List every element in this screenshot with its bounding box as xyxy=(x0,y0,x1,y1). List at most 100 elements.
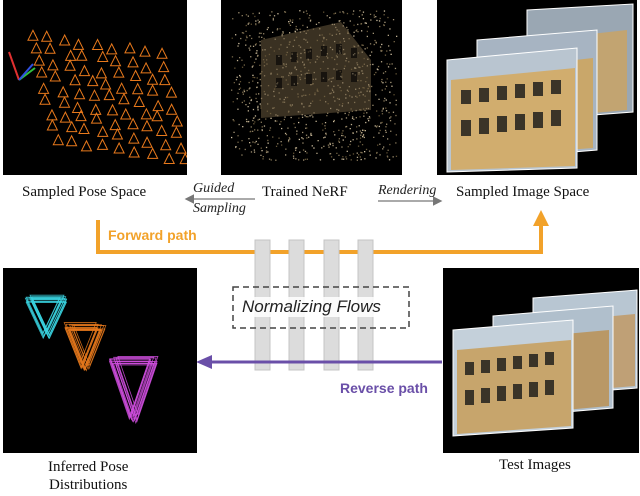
nerf-point xyxy=(236,59,239,62)
axis-x-red xyxy=(8,51,20,81)
nerf-point xyxy=(246,89,248,92)
nerf-point xyxy=(243,90,246,93)
nerf-point xyxy=(293,123,295,125)
nerf-point xyxy=(267,142,269,144)
pose-cone xyxy=(103,88,116,101)
nerf-point xyxy=(275,159,277,161)
nerf-point xyxy=(369,43,372,45)
nerf-point xyxy=(329,143,331,146)
nerf-point xyxy=(269,127,272,129)
nerf-point xyxy=(378,115,380,117)
inferred-pose-cone xyxy=(68,329,102,372)
nerf-point xyxy=(235,146,237,149)
nerf-point xyxy=(362,135,364,137)
inferred-pose-cone xyxy=(110,358,152,419)
nerf-point xyxy=(296,29,298,31)
inferred-pose-cone xyxy=(113,363,155,423)
nerf-point xyxy=(250,126,252,128)
nerf-point xyxy=(390,116,392,118)
pose-cone xyxy=(106,103,119,116)
nerf-point xyxy=(304,115,306,117)
nerf-point xyxy=(341,118,343,120)
nerf-point xyxy=(327,144,330,146)
nerf-point xyxy=(344,136,346,138)
nerf-point xyxy=(338,138,340,140)
nerf-point xyxy=(310,134,313,136)
nerf-point xyxy=(362,129,364,131)
pose-cone xyxy=(133,95,146,107)
nerf-point xyxy=(249,87,251,89)
nerf-point xyxy=(378,98,380,100)
nerf-point xyxy=(383,14,385,16)
nerf-point xyxy=(265,118,267,120)
nerf-point xyxy=(254,44,257,46)
nerf-point xyxy=(381,113,384,115)
nerf-point xyxy=(252,117,255,119)
nerf-point xyxy=(345,126,347,128)
nerf-point xyxy=(243,89,245,91)
nerf-point xyxy=(279,28,281,30)
nerf-point xyxy=(293,152,295,154)
sampling-label: Sampling xyxy=(193,201,246,216)
nerf-point xyxy=(231,89,233,91)
nerf-point xyxy=(261,126,263,128)
pose-cone xyxy=(171,114,184,127)
nerf-point xyxy=(382,148,384,150)
nerf-point xyxy=(362,18,365,20)
nerf-point xyxy=(381,50,383,52)
nerf-point xyxy=(289,19,291,21)
nerf-point xyxy=(388,111,390,114)
nerf-point xyxy=(364,130,366,132)
inferred-pose-cone xyxy=(115,364,157,425)
nerf-point xyxy=(389,120,392,122)
nerf-point xyxy=(395,114,397,117)
nerf-point xyxy=(239,81,242,83)
nerf-point xyxy=(288,137,290,139)
nerf-point xyxy=(373,73,376,76)
nerf-point xyxy=(258,36,260,38)
nerf-point xyxy=(334,12,337,14)
nerf-point xyxy=(231,56,234,58)
nerf-point xyxy=(237,141,239,143)
pose-cone xyxy=(40,30,53,42)
nerf-point xyxy=(324,127,326,130)
nerf-point xyxy=(242,93,244,95)
nerf-point xyxy=(259,41,261,43)
nerf-point xyxy=(245,14,248,16)
nerf-point xyxy=(255,97,257,100)
pose-cone xyxy=(52,133,65,146)
nerf-point xyxy=(301,137,303,139)
nerf-point xyxy=(343,12,345,14)
pose-cone xyxy=(95,66,108,79)
caption-sampled-pose-space: Sampled Pose Space xyxy=(22,184,147,200)
nerf-point xyxy=(378,132,380,134)
nerf-point xyxy=(310,132,312,135)
nerf-point xyxy=(368,116,371,118)
nerf-point xyxy=(346,26,348,29)
nerf-point xyxy=(291,21,294,23)
nerf-point xyxy=(364,151,366,153)
pose-cone xyxy=(115,82,128,94)
nerf-point xyxy=(254,76,256,79)
sampled-pose-space-panel xyxy=(3,0,187,175)
building-silhouette xyxy=(261,22,371,118)
nerf-point xyxy=(305,127,307,129)
pose-cone xyxy=(113,141,125,154)
nerf-point xyxy=(360,134,362,136)
test-image-stack xyxy=(452,289,638,437)
nerf-point xyxy=(290,116,292,119)
nerf-point xyxy=(380,50,382,52)
nerf-point xyxy=(276,120,278,122)
nerf-point xyxy=(309,14,311,17)
nerf-point xyxy=(310,134,312,136)
nerf-point xyxy=(370,19,372,21)
nerf-point xyxy=(383,100,385,102)
nerf-point xyxy=(389,143,391,146)
nerf-point xyxy=(342,156,344,158)
nerf-point xyxy=(236,98,238,100)
nerf-point xyxy=(248,22,250,24)
pose-cone xyxy=(141,136,153,148)
nerf-point xyxy=(302,149,305,151)
nerf-point xyxy=(383,10,386,12)
pose-cone xyxy=(111,127,124,140)
